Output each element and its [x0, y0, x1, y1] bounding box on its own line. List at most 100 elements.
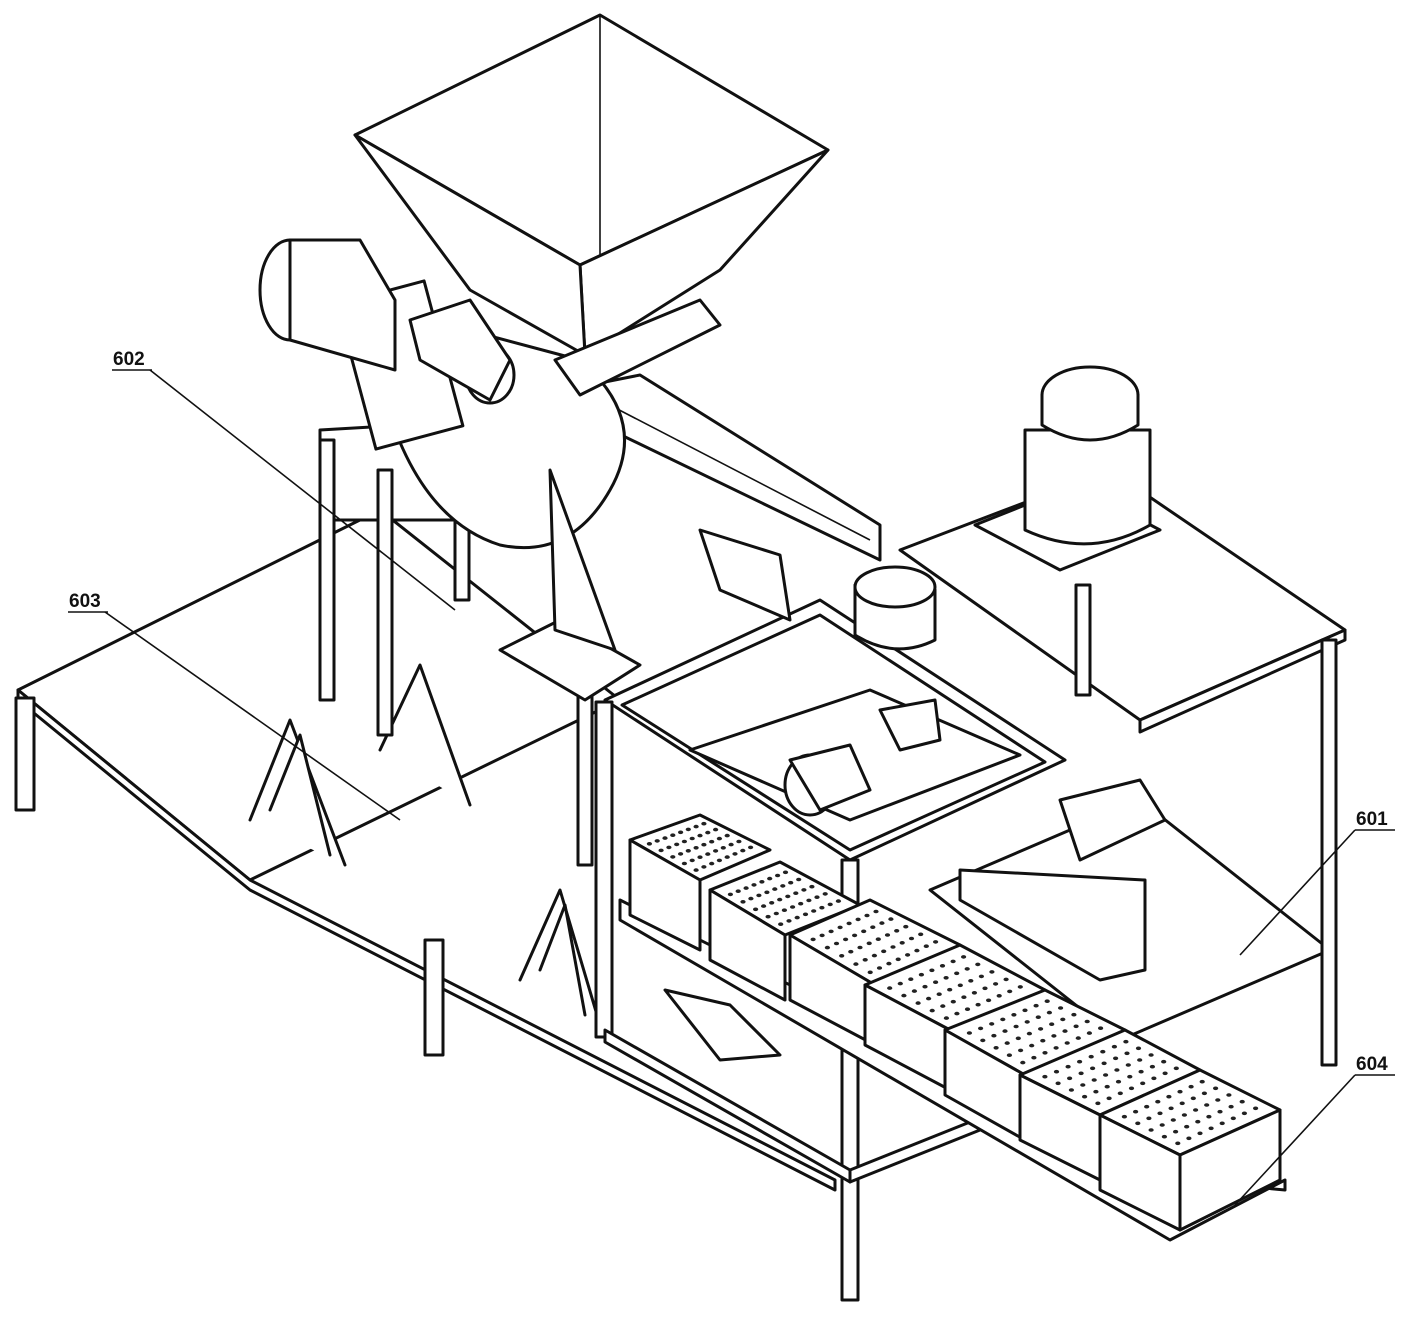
tray-cell [1089, 1055, 1094, 1059]
tray-cell [764, 891, 769, 895]
tray-cell [1040, 1039, 1045, 1043]
tray-cell [690, 859, 695, 863]
tray-cell [1082, 1095, 1087, 1099]
tray-cell [857, 946, 862, 950]
tray-cell [944, 976, 949, 980]
tray-cell [926, 997, 931, 1001]
tray-cell [914, 949, 919, 953]
tray-cell [662, 836, 667, 840]
tray-cell [795, 916, 800, 920]
tray-cell [1025, 1020, 1030, 1024]
right-motor [975, 367, 1160, 570]
tray-cell [919, 973, 924, 977]
drum-stand-leg-2 [378, 470, 392, 735]
tray-cell [1133, 1110, 1138, 1114]
tray-cell [1071, 1013, 1076, 1017]
tray-cell [686, 849, 691, 853]
tray-cell [1149, 1053, 1154, 1057]
tray-cell [1011, 1013, 1016, 1017]
tray-cell [1004, 978, 1009, 982]
tray-cell [798, 902, 803, 906]
tray-cell [666, 846, 671, 850]
tray-cell [736, 840, 741, 844]
tray-cell [785, 895, 790, 899]
tray-cell [894, 929, 899, 933]
tray-cell [961, 995, 966, 999]
tray-cell [1197, 1132, 1202, 1136]
tray-cell [1202, 1092, 1207, 1096]
tray-cell [767, 877, 772, 881]
tray-cell [694, 868, 699, 872]
tray-cell [1126, 1063, 1131, 1067]
tray-cell [1042, 1075, 1047, 1079]
tray-cell [1204, 1103, 1209, 1107]
tray-cell [1005, 1041, 1010, 1045]
tray-cell [814, 895, 819, 899]
tray-cell [674, 843, 679, 847]
tray-cell [823, 892, 828, 896]
tray-cell [933, 940, 938, 944]
tray-cell [1007, 1053, 1012, 1057]
tray-cell [748, 897, 753, 901]
tray-cell [1029, 1044, 1034, 1048]
tray-cell [759, 880, 764, 884]
tray-cell [876, 937, 881, 941]
tray-cell [783, 871, 788, 875]
tray-cell [1161, 1060, 1166, 1064]
tray-cell [903, 925, 908, 929]
tray-cell [1116, 1080, 1121, 1084]
tray-cell [989, 1022, 994, 1026]
tray-cell [751, 883, 756, 887]
tray-cell [1191, 1097, 1196, 1101]
tray-cell [725, 855, 730, 859]
tray-cell [1129, 1087, 1134, 1091]
tray-cell [748, 846, 753, 850]
tray-cell [1098, 1026, 1103, 1030]
tray-cell [701, 843, 706, 847]
tray-cell [655, 839, 660, 843]
tray-cell [1018, 1049, 1023, 1053]
tray-cell [782, 908, 787, 912]
tray-cell [1195, 1120, 1200, 1124]
tray-cell [1215, 1098, 1220, 1102]
tray-cell [1112, 1045, 1117, 1049]
small-chute [700, 530, 790, 620]
tray-cell [793, 891, 798, 895]
tray-cell [772, 887, 777, 891]
tray-cell [1051, 1034, 1056, 1038]
tray-cell [951, 960, 956, 964]
tray-cell [678, 831, 683, 835]
tray-cell [1144, 1105, 1149, 1109]
tray-cell [811, 909, 816, 913]
tray-cell [1173, 1130, 1178, 1134]
tray-cell [1253, 1107, 1258, 1111]
tray-cell [1042, 1051, 1047, 1055]
tray-cell [1114, 1068, 1119, 1072]
tray-cell [954, 972, 959, 976]
tray-cell [705, 831, 710, 835]
tray-cell [1016, 1037, 1021, 1041]
tray-cell [1085, 1020, 1090, 1024]
tray-cell [774, 912, 779, 916]
left-table-leg-2 [425, 940, 443, 1055]
tray-cell [870, 925, 875, 929]
tray-cell [697, 855, 702, 859]
tray-cell [1062, 1029, 1067, 1033]
tray-cell [690, 837, 695, 841]
tray-cell [1067, 1077, 1072, 1081]
tray-cell [1100, 1050, 1105, 1054]
tray-cell [820, 934, 825, 938]
tray-cell [825, 946, 830, 950]
drum-stand-leg-1 [320, 440, 334, 700]
tray-cell [1090, 1067, 1095, 1071]
tray-cell [1105, 1085, 1110, 1089]
tray-cell [847, 922, 852, 926]
tray-cell [961, 955, 966, 959]
tray-cell [1047, 1011, 1052, 1015]
tray-cell [1171, 1118, 1176, 1122]
tray-cell [1087, 1031, 1092, 1035]
tray-cell [1054, 1046, 1059, 1050]
tray-cell [1184, 1125, 1189, 1129]
tray-cell [1058, 1006, 1063, 1010]
tray-cell [853, 962, 858, 966]
